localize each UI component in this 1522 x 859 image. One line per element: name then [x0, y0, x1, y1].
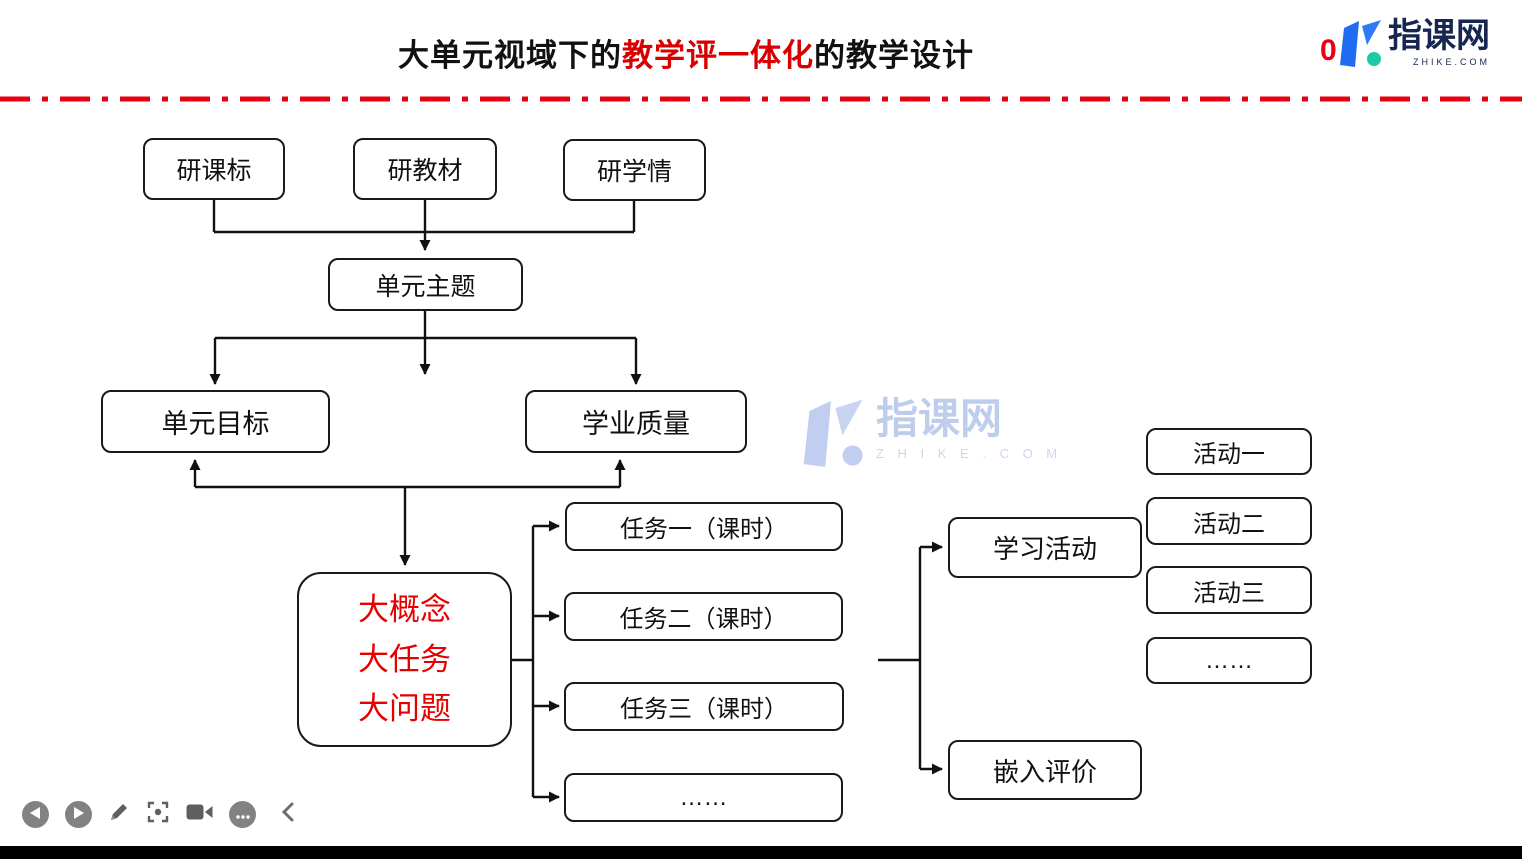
camera-button[interactable] — [186, 803, 213, 826]
node-unit-theme: 单元主题 — [328, 258, 523, 311]
play-button[interactable] — [65, 801, 92, 828]
collapse-button[interactable] — [281, 802, 294, 827]
node-activity-2: 活动二 — [1146, 497, 1312, 545]
node-activity-3: 活动三 — [1146, 566, 1312, 614]
bottom-black-bar — [0, 846, 1522, 859]
node-task-3: 任务三（课时） — [564, 682, 844, 731]
more-icon — [235, 806, 250, 824]
brand-logo-subtext: ZHIKE.COM — [1412, 57, 1490, 68]
title-prefix: 大单元视域下的 — [398, 38, 622, 73]
pen-button[interactable] — [108, 801, 130, 828]
camera-icon — [186, 803, 213, 826]
node-embedded-evaluation: 嵌入评价 — [948, 740, 1142, 800]
node-task-2: 任务二（课时） — [564, 592, 843, 641]
play-icon — [73, 806, 84, 824]
brand-logo-text: 指课网 — [1388, 17, 1490, 55]
capture-icon — [146, 800, 170, 829]
capture-button[interactable] — [146, 800, 170, 829]
pen-icon — [108, 801, 130, 828]
node-task-1: 任务一（课时） — [565, 502, 843, 551]
prev-icon — [30, 806, 41, 824]
brand-logo: 指课网 ZHIKE.COM — [1336, 17, 1490, 75]
watermark-text: 指课网 — [876, 395, 1003, 442]
player-toolbar — [22, 800, 294, 829]
more-button[interactable] — [229, 801, 256, 828]
node-activity-more: …… — [1146, 637, 1312, 684]
node-big-ideas: 大概念 大任务 大问题 — [297, 572, 512, 747]
big-ideas-line2: 大任务 — [358, 641, 451, 677]
title-highlight: 教学评一体化 — [622, 38, 814, 73]
page-number: 0 — [1320, 34, 1337, 67]
prev-button[interactable] — [22, 801, 49, 828]
watermark-text-block: 指课网 Z H I K E . C O M — [876, 395, 1063, 462]
big-ideas-line3: 大问题 — [358, 691, 451, 727]
brand-logo-text-block: 指课网 ZHIKE.COM — [1388, 17, 1490, 68]
node-unit-goals: 单元目标 — [101, 390, 330, 453]
node-research-standards: 研课标 — [143, 138, 285, 200]
brand-logo-icon — [1336, 18, 1382, 75]
node-academic-quality: 学业质量 — [525, 390, 747, 453]
title-suffix: 的教学设计 — [814, 38, 974, 73]
node-activity-1: 活动一 — [1146, 428, 1312, 475]
watermark: 指课网 Z H I K E . C O M — [798, 395, 1063, 477]
watermark-logo-icon — [798, 396, 864, 477]
node-task-more: …… — [564, 773, 843, 822]
connector-lines — [189, 200, 943, 803]
node-research-textbook: 研教材 — [353, 138, 497, 200]
node-research-learning: 研学情 — [563, 139, 706, 201]
collapse-icon — [281, 802, 294, 827]
page-title: 大单元视域下的教学评一体化的教学设计 — [0, 30, 1372, 75]
node-learning-activities: 学习活动 — [948, 517, 1142, 578]
big-ideas-line1: 大概念 — [358, 592, 451, 628]
watermark-subtext: Z H I K E . C O M — [876, 446, 1063, 462]
